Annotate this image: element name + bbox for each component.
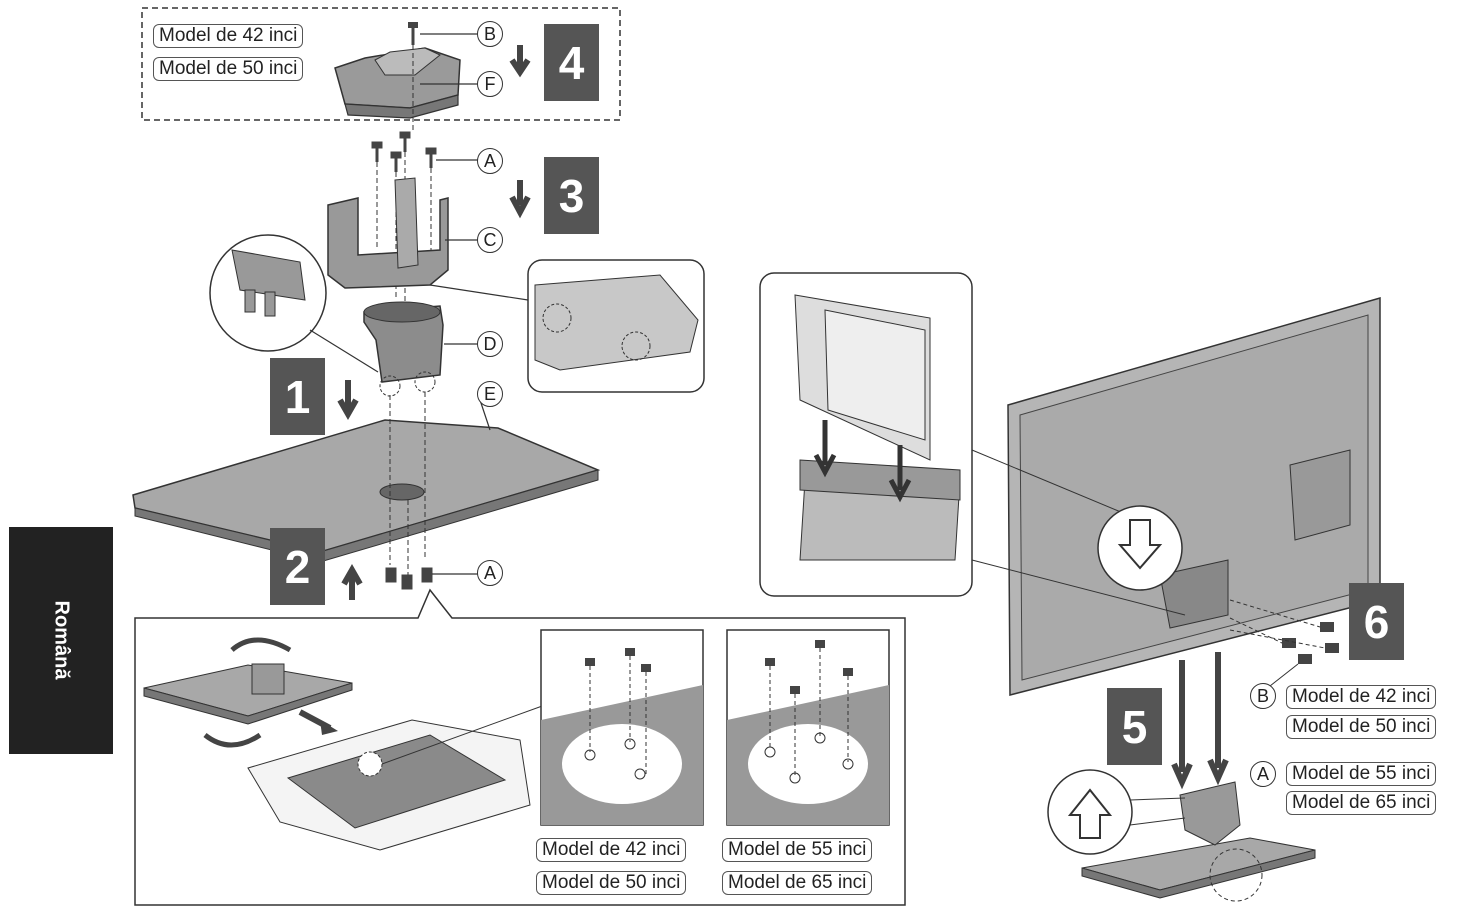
bracket-part-c (327, 177, 449, 289)
screw-b (408, 22, 418, 45)
tv-bracket-zoom (759, 272, 1186, 616)
model-label-65-bottom: Model de 65 inci (722, 871, 873, 895)
tv-back-panel (1007, 297, 1381, 696)
callout-e: E (477, 381, 503, 407)
model-label-50-bottom: Model de 50 inci (536, 871, 687, 895)
model-label-42-bottom: Model de 42 inci (536, 838, 687, 862)
callout-a-top: A (477, 148, 503, 174)
zoom-circle-up (1047, 769, 1186, 855)
step-badge-6: 6 (1349, 583, 1404, 660)
callout-a-right: A (1250, 761, 1276, 787)
callout-f: F (477, 71, 503, 97)
step-badge-4: 4 (544, 24, 599, 101)
detail-frame-bottom (134, 588, 906, 906)
model-label-65-right: Model de 65 inci (1286, 791, 1437, 815)
cover-part-f (334, 47, 461, 119)
pole-part-d (363, 301, 444, 397)
base-part-e (132, 419, 601, 563)
screws-a-top (371, 131, 437, 172)
step-badge-1: 1 (270, 358, 325, 435)
language-tab: Română (9, 527, 113, 754)
zoom-detail-bracket (429, 259, 705, 393)
step-badge-3: 3 (544, 157, 599, 234)
language-tab-label: Română (50, 600, 73, 680)
model-label-50-right: Model de 50 inci (1286, 715, 1437, 739)
step-badge-5: 5 (1107, 688, 1162, 765)
model-label-42-top: Model de 42 inci (153, 24, 304, 48)
step4-dashed-frame (141, 7, 621, 121)
model-label-42-right: Model de 42 inci (1286, 685, 1437, 709)
callout-b-top: B (477, 21, 503, 47)
model-label-50-top: Model de 50 inci (153, 57, 304, 81)
callout-a-bottom: A (477, 560, 503, 586)
callout-d: D (477, 331, 503, 357)
screw-pattern-55-65 (726, 629, 890, 826)
model-label-55-right: Model de 55 inci (1286, 762, 1437, 786)
screws-a-bottom (385, 567, 433, 590)
screws-step6 (1282, 622, 1339, 664)
zoom-circle-down (1097, 505, 1183, 591)
model-label-55-bottom: Model de 55 inci (722, 838, 873, 862)
callout-c: C (477, 227, 503, 253)
stand-assembled (1081, 781, 1316, 902)
callout-b-right: B (1250, 683, 1276, 709)
zoom-detail-circle (209, 234, 379, 373)
step-badge-2: 2 (270, 528, 325, 605)
screw-pattern-42-50 (540, 629, 704, 826)
